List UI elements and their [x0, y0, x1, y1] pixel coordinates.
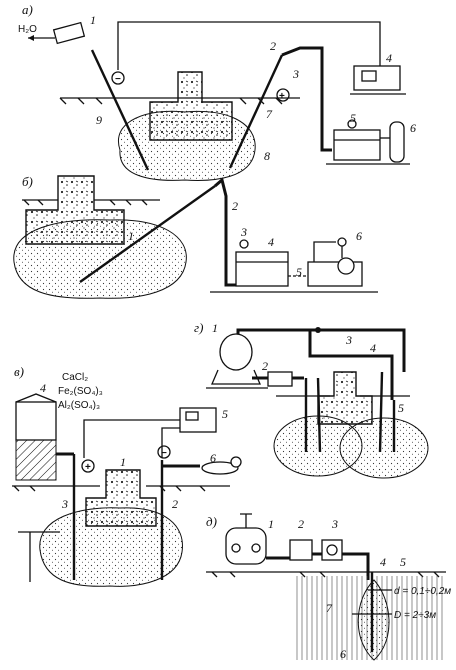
panel-v-stabilized-soil — [39, 507, 183, 587]
panel-b-injector — [79, 185, 216, 283]
panel-a-label-1: 1 — [90, 13, 96, 27]
panel-v-label-4: 4 — [40, 381, 46, 395]
panel-v-label-1: 1 — [120, 455, 126, 469]
panel-g-branch-pipe — [308, 330, 394, 400]
panel-a-label-8: 8 — [264, 149, 270, 163]
panel-a-label-7: 7 — [266, 107, 273, 121]
panel-d-label-7: 7 — [326, 601, 333, 615]
panel-a-minus: − — [115, 74, 121, 85]
panel-v-letter: в) — [14, 364, 24, 379]
panel-g-label-5: 5 — [398, 401, 404, 415]
panel-g-injector-2 — [378, 371, 384, 453]
panel-v-label-6: 6 — [210, 451, 216, 465]
panel-a-drain-device — [52, 21, 86, 45]
panel-a-label-9: 9 — [96, 113, 102, 127]
panel-a-ground-hatch — [59, 97, 283, 105]
panel-v-foundation — [85, 469, 157, 527]
panel-d-label-3: 3 — [331, 517, 338, 531]
panel-d-dim-d: d = 0,1÷0,2м — [394, 586, 451, 597]
panel-v-chem-3: Al₂(SO₄)₃ — [58, 400, 100, 411]
panel-v-minus: − — [161, 448, 167, 459]
panel-v-wire-plus — [83, 419, 180, 458]
panel-a-label-4: 4 — [386, 51, 392, 65]
panel-b-gauge — [239, 239, 249, 249]
panel-v-tower-frame — [15, 439, 57, 481]
panel-a-gas-cylinder — [389, 121, 405, 163]
panel-a-foundation — [149, 71, 233, 141]
panel-a-label-6: 6 — [410, 121, 416, 135]
panel-g-foundation — [317, 371, 373, 425]
panel-g-pump — [267, 371, 293, 387]
panel-v-label-3: 3 — [61, 497, 68, 511]
panel-a-cable — [117, 21, 381, 70]
panel-d-letter: д) — [206, 514, 217, 529]
panel-v-plus: + — [85, 462, 91, 473]
panel-b-tank — [235, 251, 289, 287]
panel-d-stabilized-column — [357, 579, 390, 661]
panel-b-foundation — [25, 175, 125, 245]
panel-b-pipe — [214, 177, 238, 287]
panel-d-label-5: 5 — [400, 555, 406, 569]
panel-d-dim-D: D = 2÷3м — [394, 610, 436, 621]
panel-d-label-1: 1 — [268, 517, 274, 531]
panel-d-tank — [289, 539, 313, 561]
panel-v-label-2: 2 — [172, 497, 178, 511]
panel-b-label-6: 6 — [356, 229, 362, 243]
panel-a-injector-right — [228, 54, 284, 169]
panel-g-label-1: 1 — [212, 321, 218, 335]
panel-a: а) H₂O − + 1 — [18, 2, 416, 181]
panel-g-label-3: 3 — [345, 333, 352, 347]
panel-b: б) 1 2 3 4 5 6 — [13, 174, 378, 299]
panel-d-label-2: 2 — [298, 517, 304, 531]
panel-b-label-2: 2 — [232, 199, 238, 213]
panel-a-solution-pipe — [281, 46, 332, 152]
panel-g-mixer — [219, 333, 253, 371]
panel-v: в) CaCl₂ Fe₂(SO₄)₃ Al₂(SO₄)₃ + − — [12, 364, 242, 587]
panel-d: д) d = 0,1÷0,2м D = 2÷3м 1 2 3 4 5 6 7 — [206, 513, 451, 661]
panel-d-feed-pipe — [266, 552, 370, 580]
panel-v-tower-tank — [15, 401, 57, 441]
panel-b-letter: б) — [22, 174, 33, 189]
panel-v-pump — [201, 461, 239, 475]
panel-v-chem-2: Fe₂(SO₄)₃ — [58, 386, 103, 397]
panel-b-label-4: 4 — [268, 235, 274, 249]
panel-a-plus: + — [279, 91, 285, 102]
panel-a-tank — [333, 129, 381, 161]
panel-g-soil-right — [339, 417, 429, 479]
panel-a-injector-left — [90, 49, 150, 171]
panel-a-label-2: 2 — [270, 39, 276, 53]
panel-b-label-3: 3 — [240, 225, 247, 239]
panel-d-pump — [321, 539, 343, 561]
panel-d-label-4: 4 — [380, 555, 386, 569]
panel-v-label-5: 5 — [222, 407, 228, 421]
panel-d-label-6: 6 — [340, 647, 346, 661]
panel-g-letter: г) — [194, 320, 203, 335]
panel-a-label-3: 3 — [292, 67, 299, 81]
panel-a-gauge — [347, 119, 357, 129]
panel-g-label-2: 2 — [262, 359, 268, 373]
panel-g-label-4: 4 — [370, 341, 376, 355]
panel-a-power-unit — [353, 65, 401, 91]
panel-v-chem-1: CaCl₂ — [62, 372, 88, 383]
panel-b-label-1: 1 — [128, 229, 134, 243]
panel-a-letter: а) — [22, 2, 33, 17]
panel-g: г) 1 2 3 4 5 — [194, 320, 429, 479]
panel-b-label-5: 5 — [296, 265, 302, 279]
panel-v-wire-minus — [161, 427, 182, 458]
panel-a-label-5: 5 — [350, 111, 356, 125]
panel-a-water-label: H₂O — [18, 24, 37, 35]
